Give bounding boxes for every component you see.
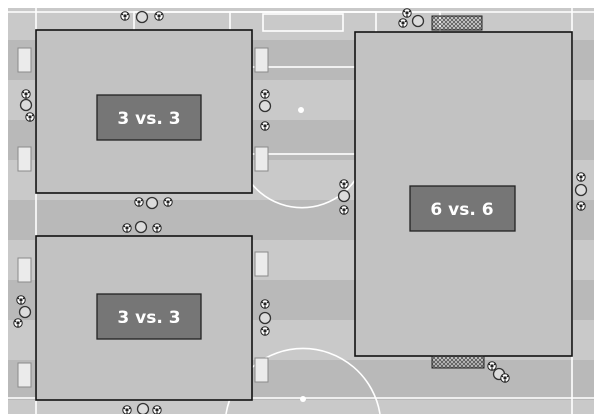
mini-goal-icon xyxy=(17,47,32,73)
soccer-ball-icon xyxy=(152,405,162,414)
goal-net-icon xyxy=(431,355,485,369)
cone-icon xyxy=(135,10,149,24)
goal-frame xyxy=(262,13,344,32)
zone-right-label: 6 vs. 6 xyxy=(430,200,493,220)
soccer-ball-icon xyxy=(260,299,270,309)
zone-right-label-box xyxy=(409,185,516,232)
soccer-ball-icon xyxy=(339,179,349,189)
soccer-ball-icon xyxy=(576,172,586,182)
soccer-ball-icon xyxy=(487,361,497,371)
cone-icon xyxy=(134,220,148,234)
soccer-ball-icon xyxy=(16,295,26,305)
penalty-spot xyxy=(298,107,304,113)
zone-top-left-label: 3 vs. 3 xyxy=(117,109,180,129)
soccer-ball-icon xyxy=(260,326,270,336)
zone-bottom-left-label: 3 vs. 3 xyxy=(117,308,180,328)
mini-goal-icon xyxy=(17,257,32,283)
center-spot xyxy=(300,396,306,402)
zone-top-left-label-box xyxy=(96,94,202,141)
cone-icon xyxy=(258,311,272,325)
soccer-ball-icon xyxy=(13,318,23,328)
soccer-ball-icon xyxy=(154,11,164,21)
soccer-ball-icon xyxy=(134,197,144,207)
soccer-ball-icon xyxy=(25,112,35,122)
mini-goal-icon xyxy=(254,357,269,383)
soccer-ball-icon xyxy=(260,89,270,99)
soccer-ball-icon xyxy=(152,223,162,233)
zone-bottom-left: 3 vs. 3 xyxy=(35,235,253,401)
soccer-ball-icon xyxy=(163,197,173,207)
cone-icon xyxy=(18,305,32,319)
zone-top-left: 3 vs. 3 xyxy=(35,29,253,194)
mini-goal-icon xyxy=(254,251,269,277)
cone-icon xyxy=(411,14,425,28)
soccer-ball-icon xyxy=(260,121,270,131)
cone-icon xyxy=(258,99,272,113)
soccer-ball-icon xyxy=(398,18,408,28)
zone-right: 6 vs. 6 xyxy=(354,31,573,357)
cone-icon xyxy=(136,402,150,414)
mini-goal-icon xyxy=(254,47,269,73)
cone-icon xyxy=(337,189,351,203)
soccer-ball-icon xyxy=(120,11,130,21)
cone-icon xyxy=(574,183,588,197)
zone-bottom-left-label-box xyxy=(96,293,202,340)
goal-net-icon xyxy=(431,15,483,31)
soccer-ball-icon xyxy=(402,8,412,18)
soccer-ball-icon xyxy=(576,201,586,211)
mini-goal-icon xyxy=(17,146,32,172)
soccer-ball-icon xyxy=(339,205,349,215)
soccer-ball-icon xyxy=(21,89,31,99)
soccer-ball-icon xyxy=(500,373,510,383)
soccer-ball-icon xyxy=(122,223,132,233)
mini-goal-icon xyxy=(17,362,32,388)
soccer-ball-icon xyxy=(122,405,132,414)
cone-icon xyxy=(145,196,159,210)
mini-goal-icon xyxy=(254,146,269,172)
cone-icon xyxy=(19,98,33,112)
